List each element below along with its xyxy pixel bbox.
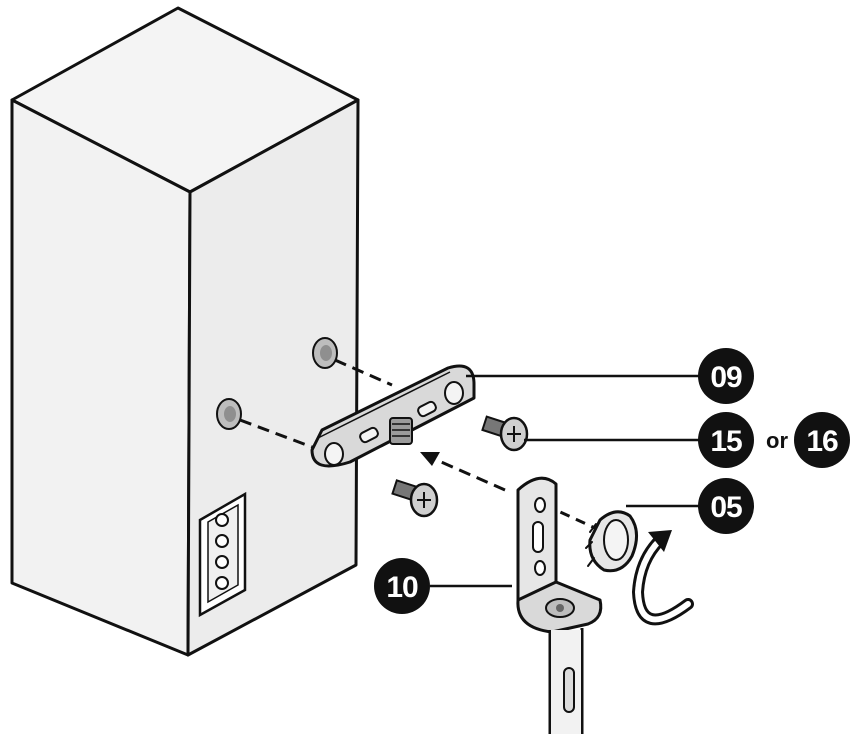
or-text: or (766, 428, 788, 453)
callout-05: 05 (698, 478, 754, 534)
screw-upper (481, 415, 529, 452)
threaded-stud (389, 417, 413, 445)
speaker-front-face (10, 98, 192, 657)
callout-09-label: 09 (710, 361, 742, 394)
speaker-cabinet (10, 6, 360, 657)
mount-hole-lower (216, 398, 242, 430)
callout-10: 10 (374, 558, 430, 614)
callout-05-label: 05 (710, 491, 742, 524)
l-bracket (516, 476, 603, 634)
knob (585, 510, 638, 573)
callout-16: 16 (794, 412, 850, 468)
callout-09: 09 (698, 348, 754, 404)
callout-10-label: 10 (386, 571, 418, 604)
terminal-panel (198, 491, 247, 618)
mounting-plate (310, 364, 476, 468)
arrow-head (420, 452, 440, 466)
mount-hole-upper (312, 337, 338, 369)
leader-lines (430, 374, 704, 588)
rotation-arrow-icon (631, 530, 694, 626)
callout-16-label: 16 (806, 425, 838, 458)
callout-15-label: 15 (710, 425, 742, 458)
callout-15: 15 (698, 412, 754, 468)
screw-lower (391, 479, 439, 518)
stand-pole (548, 628, 584, 734)
